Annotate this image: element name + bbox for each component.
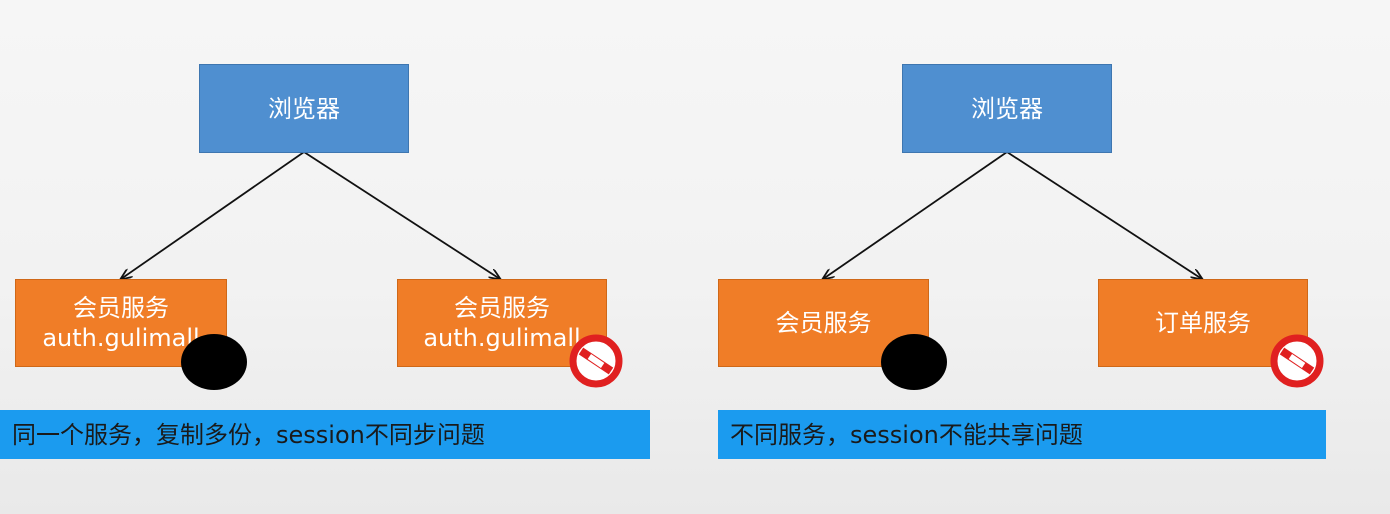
- left-browser-label: 浏览器: [268, 94, 340, 123]
- left-service-a-name: 会员服务: [73, 294, 169, 322]
- left-member-service-node: 会员服务 auth.gulimall: [15, 279, 227, 367]
- left-service-b-name: 会员服务: [454, 294, 550, 322]
- left-no-entry-icon: [569, 334, 623, 388]
- right-browser-node: 浏览器: [902, 64, 1112, 153]
- left-session-dot-icon: [181, 334, 247, 390]
- left-browser-node: 浏览器: [199, 64, 409, 153]
- right-session-dot-icon: [881, 334, 947, 390]
- right-service-b-name: 订单服务: [1155, 309, 1251, 337]
- left-caption: 同一个服务，复制多份，session不同步问题: [0, 410, 650, 459]
- right-caption: 不同服务，session不能共享问题: [718, 410, 1326, 459]
- right-browser-label: 浏览器: [971, 94, 1043, 123]
- left-arrow-to-service-a: [121, 151, 305, 279]
- right-arrow-to-service-a: [823, 151, 1008, 279]
- left-member-service-replica-node: 会员服务 auth.gulimall: [397, 279, 607, 367]
- right-service-a-name: 会员服务: [775, 309, 872, 337]
- left-arrow-to-service-b: [303, 151, 500, 279]
- left-service-b-domain: auth.gulimall: [423, 324, 581, 352]
- left-service-a-domain: auth.gulimall: [42, 324, 200, 352]
- right-arrow-to-service-b: [1006, 151, 1202, 279]
- right-no-entry-icon: [1270, 334, 1324, 388]
